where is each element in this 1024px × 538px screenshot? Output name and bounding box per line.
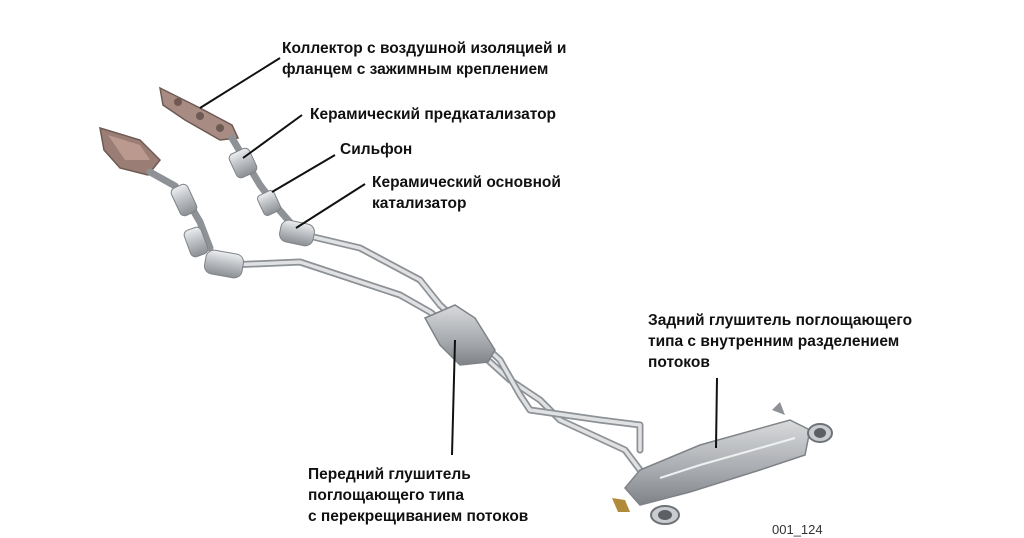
figure-number: 001_124 <box>772 522 823 537</box>
leader-precat <box>242 114 303 159</box>
label-front-muffler: Передний глушитель поглощающего типа с п… <box>308 466 529 525</box>
leader-lines <box>199 57 718 456</box>
front-muffler <box>423 304 496 366</box>
leader-main-cat <box>295 183 366 229</box>
leader-front-muffler <box>451 339 456 456</box>
right-exhaust-pipe <box>301 231 644 454</box>
leader-rear-muffler <box>715 377 718 449</box>
leader-manifold <box>199 57 281 109</box>
label-precat: Керамический предкатализатор <box>310 106 557 123</box>
right-manifold <box>159 86 315 247</box>
left-manifold <box>99 126 245 279</box>
label-bellows: Сильфон <box>340 141 413 158</box>
label-main-catalyst: Керамический основной катализатор <box>372 174 561 212</box>
label-rear-muffler: Задний глушитель поглощающего типа с вну… <box>648 312 913 371</box>
leader-bellows <box>271 154 336 193</box>
rear-muffler <box>612 402 833 525</box>
label-manifold: Коллектор с воздушной изоляцией и фланце… <box>282 40 567 78</box>
